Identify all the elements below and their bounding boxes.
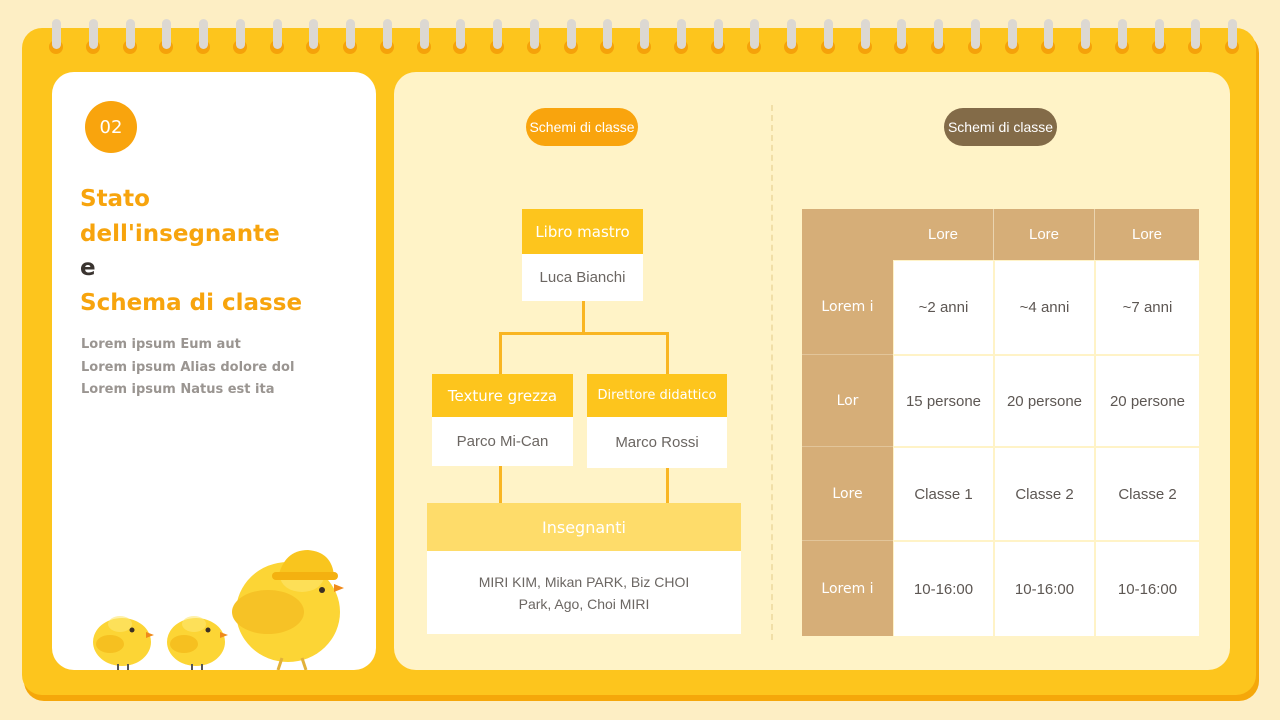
connector-line [666, 332, 669, 374]
binder-ring-wire [52, 19, 61, 49]
org-chart-pill-label: Schemi di classe [526, 108, 638, 146]
row-header: Lorem i [821, 580, 874, 597]
row-header: Lorem i [802, 260, 893, 355]
binder-ring-wire [493, 19, 502, 49]
table-cell: Classe 2 [995, 448, 1094, 540]
table-pill-label: Schemi di classe [944, 108, 1057, 146]
binder-ring-wire [971, 19, 980, 49]
title-line: Stato [80, 186, 150, 212]
binder-ring-wire [824, 19, 833, 49]
description-line: Lorem ipsum Natus est ita [81, 382, 275, 397]
row-header: Lore [802, 447, 893, 541]
binder-ring-wire [162, 19, 171, 49]
big-chick-icon [232, 550, 344, 670]
binder-ring-wire [309, 19, 318, 49]
binder-ring-wire [1044, 19, 1053, 49]
table-cell: Classe 1 [894, 448, 993, 540]
description-line: Lorem ipsum Eum aut [81, 337, 241, 352]
binder-ring-wire [787, 19, 796, 49]
table-cell: ~4 anni [995, 261, 1094, 354]
org-node-names-bottom: MIRI KIM, Mikan PARK, Biz CHOI Park, Ago… [427, 551, 741, 634]
org-node-name-top: Luca Bianchi [522, 254, 643, 301]
org-node-title-bottom: Insegnanti [427, 503, 741, 551]
binder-ring-wire [714, 19, 723, 49]
description-line: Lorem ipsum Alias dolore dol [81, 359, 295, 375]
binder-ring-wire [1191, 19, 1200, 49]
binder-ring-wire [1228, 19, 1237, 49]
table-cell: 15 persone [894, 356, 993, 446]
teacher-names-line: MIRI KIM, Mikan PARK, Biz CHOI [478, 573, 690, 590]
binder-ring-wire [383, 19, 392, 49]
table-cell: ~2 anni [894, 261, 993, 354]
binder-ring-wire [199, 19, 208, 49]
title-line: dell'insegnante [80, 220, 280, 247]
table-cell: 10-16:00 [1096, 542, 1199, 636]
binder-ring-wire [897, 19, 906, 49]
class-schedule-table: Lore Lore Lore Lorem i Lor Lore Lorem i … [802, 209, 1199, 636]
binder-ring-wire [126, 19, 135, 49]
connector-line [582, 301, 585, 334]
binder-ring-wire [640, 19, 649, 49]
binder-ring-wire [934, 19, 943, 49]
binder-ring-wire [456, 19, 465, 49]
binder-ring-wire [346, 19, 355, 49]
connector-line [499, 332, 669, 335]
binder-ring-wire [677, 19, 686, 49]
row-header: Lor [802, 355, 893, 447]
org-node-name-right: Marco Rossi [587, 417, 727, 468]
org-node-name-left: Parco Mi-Can [432, 417, 573, 466]
table-cell: 20 persone [995, 356, 1094, 446]
connector-line [499, 332, 502, 374]
binder-ring-wire [567, 19, 576, 49]
binder-ring-wire [420, 19, 429, 49]
binder-ring-wire [1008, 19, 1017, 49]
binder-ring-wire [603, 19, 612, 49]
table-cell: ~7 anni [1096, 261, 1199, 354]
binder-ring-wire [530, 19, 539, 49]
title-line: Schema di classe [80, 289, 303, 316]
binder-ring-wire [236, 19, 245, 49]
column-header: Lore [994, 209, 1095, 260]
binder-ring-wire [1081, 19, 1090, 49]
title-line: e [80, 255, 96, 281]
binder-ring-wire [1155, 19, 1164, 49]
column-header: Lore [893, 209, 994, 260]
page-title: Stato dell'insegnante e Schema di classe [80, 182, 302, 320]
row-header-column [802, 209, 893, 636]
table-cell: 10-16:00 [894, 542, 993, 636]
column-header: Lore [1095, 209, 1199, 260]
section-divider [771, 105, 773, 640]
small-chick-icon [167, 616, 228, 670]
chicks-illustration [93, 550, 344, 670]
org-node-title-left: Texture grezza [432, 374, 573, 417]
binder-ring-wire [1118, 19, 1127, 49]
connector-line [666, 468, 669, 503]
description: Lorem ipsum Eum aut Lorem ipsum Alias do… [81, 334, 294, 402]
org-node-title-top: Libro mastro [522, 209, 643, 254]
org-node-title-right: Direttore didattico [587, 374, 727, 417]
binder-ring-wire [750, 19, 759, 49]
binder-rings [0, 0, 1280, 60]
binder-ring-wire [861, 19, 870, 49]
left-panel [52, 72, 376, 670]
table-cell: 10-16:00 [995, 542, 1094, 636]
table-cell: 20 persone [1096, 356, 1199, 446]
small-chick-icon [93, 616, 154, 670]
teacher-names-line: Park, Ago, Choi MIRI [518, 595, 650, 612]
binder-ring-wire [273, 19, 282, 49]
section-number-badge: 02 [85, 101, 137, 153]
connector-line [499, 466, 502, 503]
binder-ring-wire [89, 19, 98, 49]
table-cell: Classe 2 [1096, 448, 1199, 540]
